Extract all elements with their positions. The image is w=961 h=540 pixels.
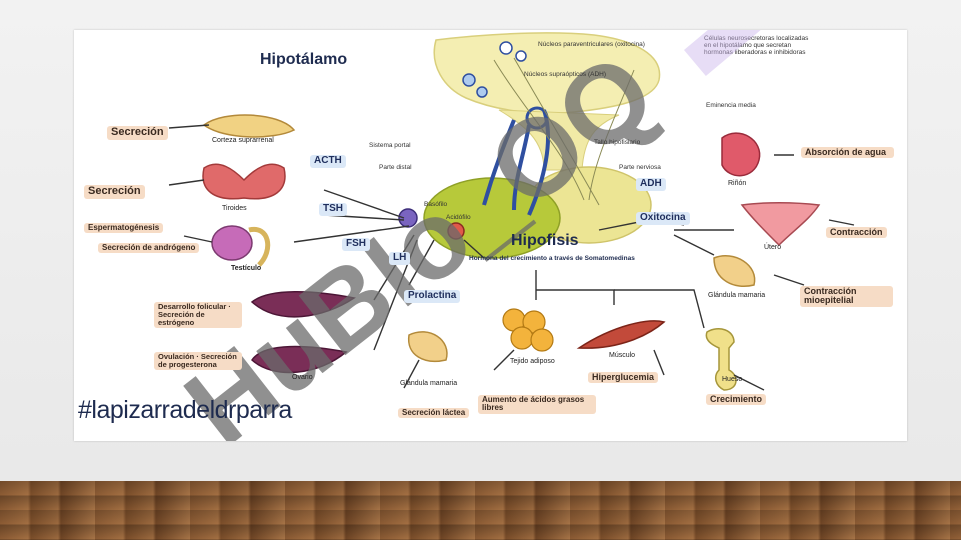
fsh-label: FSH — [342, 238, 370, 251]
paraventricular-label: Núcleos paraventriculares (oxitocina) — [538, 41, 645, 48]
epididymis-drawing — [248, 226, 271, 267]
hashtag-caption: #lapizarradeldrparra — [78, 396, 292, 424]
mammary-caption-2: Glándula mamaria — [400, 380, 458, 387]
supraoptic-nucleus — [462, 73, 476, 87]
wood-floor-strip — [0, 481, 961, 540]
mammary-gland-drawing-2 — [408, 331, 448, 362]
endocrine-diagram: HuBIo_OQ — [163, 30, 855, 441]
hyperglycemia-label: Hiperglucemia — [588, 372, 659, 384]
growth-label: Crecimiento — [706, 394, 767, 406]
testis-drawing — [211, 225, 253, 261]
nervous-part-label: Parte nerviosa — [619, 164, 661, 171]
contraction-label: Contracción — [826, 227, 887, 239]
adrenal-cortex-drawing — [202, 114, 296, 138]
acidophil-label: Acidófilo — [446, 214, 471, 221]
bone-caption: Hueso — [722, 376, 743, 383]
neurosecretory-cells-label: Células neurosecretoras localizadas en e… — [704, 35, 809, 56]
diagram-board: HuBIo_OQ Hipotálamo Hipofisis Núcleos pa… — [74, 30, 907, 441]
water-absorption-label: Absorción de agua — [801, 147, 894, 159]
fatty-acids-label: Aumento de ácidos grasos libres — [478, 395, 596, 414]
adrenal-caption: Corteza suprarrenal — [212, 137, 274, 144]
basophil-cell — [398, 208, 418, 228]
uterus-caption: Útero — [764, 244, 782, 251]
kidney-caption: Riñón — [728, 180, 747, 187]
uterus-drawing — [740, 202, 821, 247]
muscle-drawing — [576, 320, 666, 349]
distal-part-label: Parte distal — [379, 164, 412, 171]
portal-system-label: Sistema portal — [369, 142, 411, 149]
kidney-drawing — [721, 132, 761, 177]
secretion-adrenal: Secreción — [107, 126, 168, 140]
hypothalamus-title: Hipotálamo — [260, 51, 348, 68]
thyroid-caption: Tiroides — [222, 205, 247, 212]
adh-label: ADH — [636, 178, 666, 191]
adipose-caption: Tejido adiposo — [510, 358, 555, 365]
ovary-follicular-drawing — [250, 290, 356, 318]
prolactin-label: Prolactina — [404, 290, 461, 303]
muscle-caption: Músculo — [609, 352, 636, 359]
myoepithelial-label: Contracción mioepitelial — [800, 286, 893, 307]
lh-label: LH — [389, 252, 411, 265]
basophil-label: Basófilo — [424, 201, 448, 208]
paraventricular-nucleus-2 — [515, 50, 527, 62]
tsh-label: TSH — [319, 203, 347, 216]
pituitary-title: Hipofisis — [511, 232, 579, 249]
median-eminence-label: Eminencia media — [706, 102, 756, 109]
acidophil-cell — [447, 222, 465, 240]
adipose-tissue-drawing — [502, 308, 554, 352]
thyroid-drawing — [202, 163, 286, 200]
ovary-drawing — [251, 345, 348, 374]
oxytocin-label: Oxitocina — [636, 212, 690, 225]
follicular-label: Desarrollo folicular · Secreción de estr… — [154, 302, 242, 328]
portal-plexus — [525, 106, 549, 130]
hypothalamus-shape — [433, 32, 661, 114]
testis-caption: Testículo — [231, 265, 262, 272]
mammary-gland-drawing-1 — [713, 255, 756, 287]
ovary-caption: Ovario — [292, 374, 313, 381]
androgen-label: Secreción de andrógeno — [98, 243, 200, 254]
supraoptic-nucleus-2 — [476, 86, 488, 98]
acth-label: ACTH — [310, 155, 346, 168]
secretion-thyroid: Secreción — [84, 185, 145, 199]
ovulation-label: Ovulación · Secreción de progesterona — [154, 352, 242, 370]
bone-drawing — [705, 328, 737, 391]
milk-secretion-label: Secreción láctea — [398, 408, 470, 419]
paraventricular-nucleus — [499, 41, 513, 55]
growth-hormone-label: Hormona del crecimiento a través de Soma… — [469, 255, 635, 262]
neurohypophysis-fibers — [493, 57, 635, 206]
pituitary-stalk-label: Tallo hipofisiario — [594, 139, 641, 146]
spermatogenesis-label: Espermatogénesis — [84, 223, 164, 234]
supraoptic-label: Núcleos supraópticos (ADH) — [524, 71, 607, 78]
mammary-caption-1: Glándula mamaria — [708, 292, 766, 299]
